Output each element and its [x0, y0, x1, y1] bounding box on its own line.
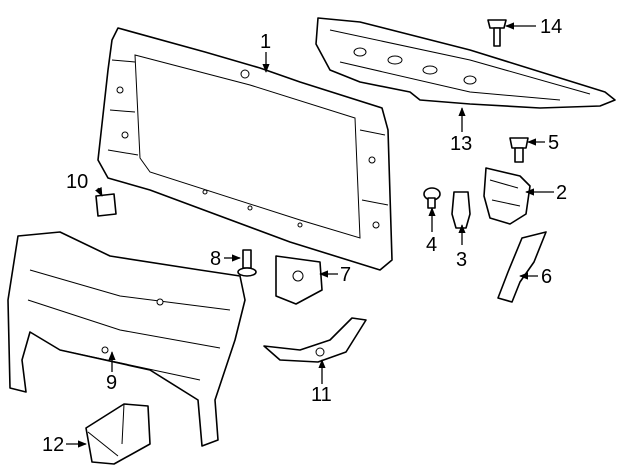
bumper-block	[95, 193, 117, 217]
callout-12: 12	[42, 434, 64, 456]
leader-10	[95, 187, 103, 197]
callout-5: 5	[548, 132, 559, 154]
lower-bracket	[263, 317, 367, 363]
radiator-support-frame	[97, 27, 393, 271]
callout-6: 6	[541, 266, 552, 288]
hood-latch-bracket	[483, 167, 531, 225]
side-bracket	[497, 231, 547, 303]
support-bracket	[275, 255, 323, 305]
callout-7: 7	[340, 264, 351, 286]
callout-3: 3	[456, 249, 467, 271]
callout-9: 9	[106, 372, 117, 394]
retainer-clip	[451, 191, 471, 229]
callout-13: 13	[450, 133, 472, 155]
callout-4: 4	[426, 234, 437, 256]
lower-crossmember	[7, 231, 246, 447]
push-pin-fastener	[487, 19, 507, 47]
screw-fastener	[423, 187, 441, 209]
upper-radiator-cover	[315, 17, 616, 109]
bolt-fastener	[509, 137, 529, 163]
callout-10: 10	[66, 171, 88, 193]
callout-14: 14	[540, 16, 562, 38]
callout-11: 11	[311, 384, 332, 406]
callout-1: 1	[260, 31, 271, 53]
air-duct	[85, 403, 151, 465]
stud-fastener	[237, 249, 257, 277]
callout-2: 2	[556, 182, 567, 204]
callout-8: 8	[210, 248, 221, 270]
